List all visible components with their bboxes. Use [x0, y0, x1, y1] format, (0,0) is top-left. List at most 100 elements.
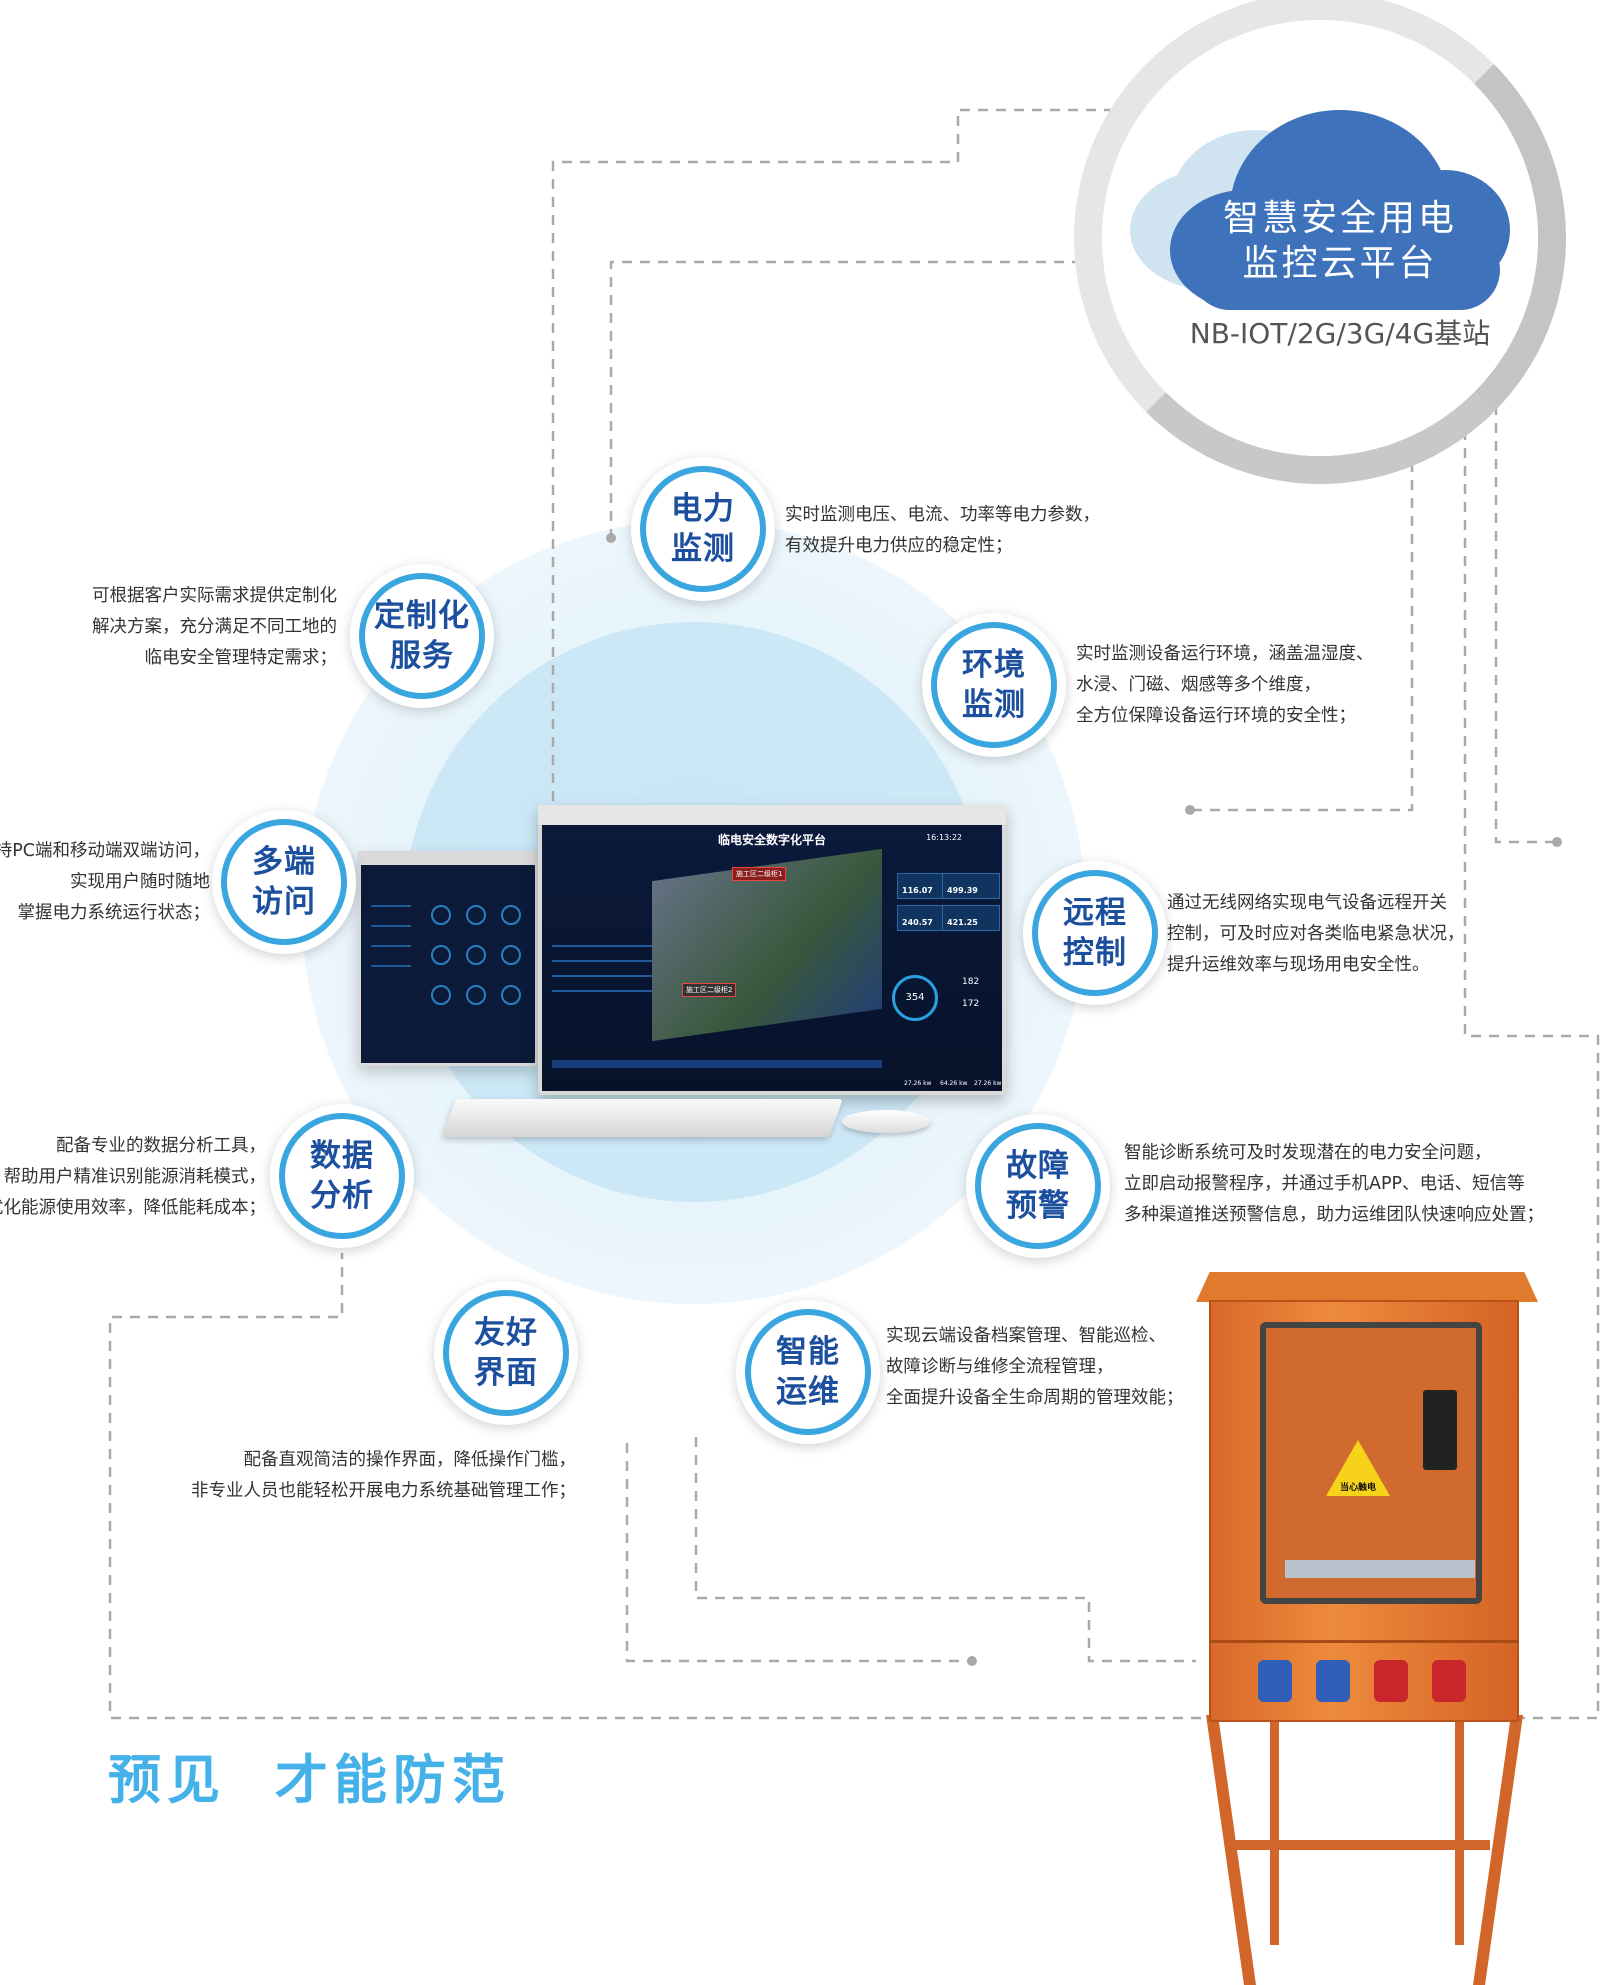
cloud-title-line: 监控云平台 — [1242, 243, 1438, 284]
feature-title: 定制化 — [374, 598, 470, 634]
kw-value: 64.26 kw — [940, 1080, 968, 1087]
feature-friendly-ui: 友好界面 — [434, 1281, 578, 1425]
feature-smart-maintenance: 智能运维 — [736, 1300, 880, 1444]
description-line: 提升运维效率与现场用电安全性。 — [1167, 955, 1430, 975]
connector-line — [551, 108, 1114, 810]
feature-description: 实现云端设备档案管理、智能巡检、故障诊断与维修全流程管理， 全面提升设备全生命周期… — [886, 1321, 1184, 1414]
gauge-value: 172 — [962, 999, 980, 1009]
cabinet-breakers — [1285, 1560, 1475, 1578]
browser-bar — [538, 805, 1006, 825]
connector-line — [1494, 405, 1557, 844]
cloud-subtitle: NB-IOT/2G/3G/4G基站 — [1189, 317, 1491, 350]
connector-dot — [1185, 805, 1195, 815]
feature-description: 实时监测电压、电流、功率等电力参数， 有效提升电力供应的稳定性； — [785, 500, 1100, 562]
feature-environment-monitoring: 环境监测 — [922, 613, 1066, 757]
description-line: 故障诊断与维修全流程管理， — [886, 1357, 1114, 1377]
description-line: 解决方案，充分满足不同工地的 — [92, 617, 337, 637]
feature-description: 智能诊断系统可及时发现潜在的电力安全问题， 立即启动报警程序，并通过手机APP、电… — [1124, 1138, 1544, 1231]
site-tag: 施工区二级柜1 — [732, 867, 787, 881]
description-line: 配备直观简洁的操作界面，降低操作门槛， — [243, 1450, 577, 1470]
socket-icon — [1316, 1660, 1350, 1702]
connector-dot — [1552, 837, 1562, 847]
feature-title: 预警 — [1006, 1188, 1070, 1224]
feature-title: 运维 — [776, 1374, 840, 1410]
description-line: 全面提升设备全生命周期的管理效能； — [886, 1388, 1184, 1408]
feature-title: 数据 — [310, 1138, 374, 1174]
feature-title: 故障 — [1006, 1148, 1070, 1184]
feature-title: 远程 — [1063, 895, 1127, 931]
description-line: 智能诊断系统可及时发现潜在的电力安全问题， — [1124, 1143, 1492, 1163]
cloud-title-line: 智慧安全用电 — [1222, 198, 1457, 239]
description-line: 立即启动报警程序，并通过手机APP、电话、短信等 — [1124, 1174, 1525, 1194]
description-line: 掌握电力系统运行状态； — [17, 903, 211, 923]
cabinet-display — [1423, 1390, 1457, 1470]
socket-icon — [1432, 1660, 1466, 1702]
small-monitor-screen — [361, 865, 535, 1063]
stat-value: 421.25 — [942, 905, 1000, 931]
connector-line — [625, 1443, 972, 1663]
description-line: 水浸、门磁、烟感等多个维度， — [1076, 675, 1321, 695]
feature-data-analysis: 数据分析 — [270, 1104, 414, 1248]
description-line: 控制，可及时应对各类临电紧急状况， — [1167, 924, 1465, 944]
cabinet-divider — [1209, 1640, 1519, 1643]
feature-title: 分析 — [310, 1178, 374, 1214]
connector-line — [694, 1437, 1196, 1663]
socket-icon — [1258, 1660, 1292, 1702]
connector-line — [108, 430, 1600, 1720]
feature-custom-service: 定制化服务 — [350, 564, 494, 708]
feature-title: 监测 — [671, 531, 735, 567]
feature-title: 电力 — [671, 491, 735, 527]
feature-description: 实时监测设备运行环境，涵盖温湿度、水浸、门磁、烟感等多个维度， 全方位保障设备运行… — [1076, 639, 1374, 732]
feature-fault-warning: 故障预警 — [966, 1114, 1110, 1258]
dashboard-screen: 临电安全数字化平台 16:13:22 施工区二级柜1 施工区二级柜2 116.0… — [542, 825, 1002, 1091]
description-line: 实现用户随时随地 — [70, 872, 210, 892]
feature-description: 配备直观简洁的操作界面，降低操作门槛， 非专业人员也能轻松开展电力系统基础管理工作… — [191, 1445, 576, 1507]
site-tag: 施工区二级柜2 — [682, 983, 737, 997]
kw-value: 27.26 kw — [904, 1080, 932, 1087]
small-monitor — [358, 851, 538, 1066]
cabinet-roof — [1196, 1272, 1538, 1302]
description-line: 非专业人员也能轻松开展电力系统基础管理工作； — [191, 1481, 576, 1501]
dashboard-time: 16:13:22 — [926, 833, 962, 842]
connector-line — [1190, 462, 1414, 812]
description-line: 有效提升电力供应的稳定性； — [785, 536, 1013, 556]
feature-title: 界面 — [474, 1355, 538, 1391]
description-line: 通过无线网络实现电气设备远程开关 — [1167, 893, 1447, 913]
description-line: 可根据客户实际需求提供定制化 — [92, 586, 337, 606]
feature-description: 配备专业的数据分析工具， 帮助用户精准识别能源消耗模式， 优化能源使用效率，降低能耗… — [0, 1131, 266, 1224]
description-line: 实现云端设备档案管理、智能巡检、 — [886, 1326, 1166, 1346]
feature-description: 通过无线网络实现电气设备远程开关控制，可及时应对各类临电紧急状况， 提升运维效率与… — [1167, 888, 1465, 981]
kw-value: 27.26 kw — [974, 1080, 1002, 1087]
gauge-value: 182 — [962, 977, 980, 987]
connector-dot — [967, 1656, 977, 1666]
slogan: 预见 才能防范 — [108, 1750, 511, 1811]
cloud-title: 智慧安全用电 监控云平台 — [1190, 196, 1490, 286]
description-line: 优化能源使用效率，降低能耗成本； — [0, 1198, 266, 1218]
connector-dot — [606, 533, 616, 543]
description-line: 临电安全管理特定需求； — [144, 648, 338, 668]
cabinet-crossbar — [1235, 1840, 1490, 1850]
feature-description: 支持PC端和移动端双端访问， 实现用户随时随地掌握电力系统运行状态； — [0, 836, 210, 929]
feature-title: 环境 — [962, 647, 1026, 683]
feature-title: 访问 — [252, 884, 316, 920]
feature-title: 控制 — [1063, 935, 1127, 971]
feature-multi-access: 多端访问 — [212, 810, 356, 954]
description-line: 配备专业的数据分析工具， — [56, 1136, 266, 1156]
description-line: 支持PC端和移动端双端访问， — [0, 841, 210, 861]
gauge: 354 — [892, 975, 938, 1021]
stat-value: 499.39 — [942, 873, 1000, 899]
description-line: 帮助用户精准识别能源消耗模式， — [3, 1167, 267, 1187]
description-line: 实时监测设备运行环境，涵盖温湿度、 — [1076, 644, 1374, 664]
feature-remote-control: 远程控制 — [1023, 861, 1167, 1005]
feature-title: 智能 — [776, 1334, 840, 1370]
warning-sign-icon — [1326, 1440, 1390, 1496]
description-line: 实时监测电压、电流、功率等电力参数， — [785, 505, 1100, 525]
feature-power-monitoring: 电力监测 — [631, 457, 775, 601]
description-line: 多种渠道推送预警信息，助力运维团队快速响应处置； — [1124, 1205, 1544, 1225]
keyboard — [442, 1099, 843, 1137]
connector-line — [609, 260, 1082, 538]
feature-title: 友好 — [474, 1315, 538, 1351]
feature-description: 可根据客户实际需求提供定制化解决方案，充分满足不同工地的临电安全管理特定需求； — [92, 581, 337, 674]
socket-icon — [1374, 1660, 1408, 1702]
description-line: 全方位保障设备运行环境的安全性； — [1076, 706, 1356, 726]
